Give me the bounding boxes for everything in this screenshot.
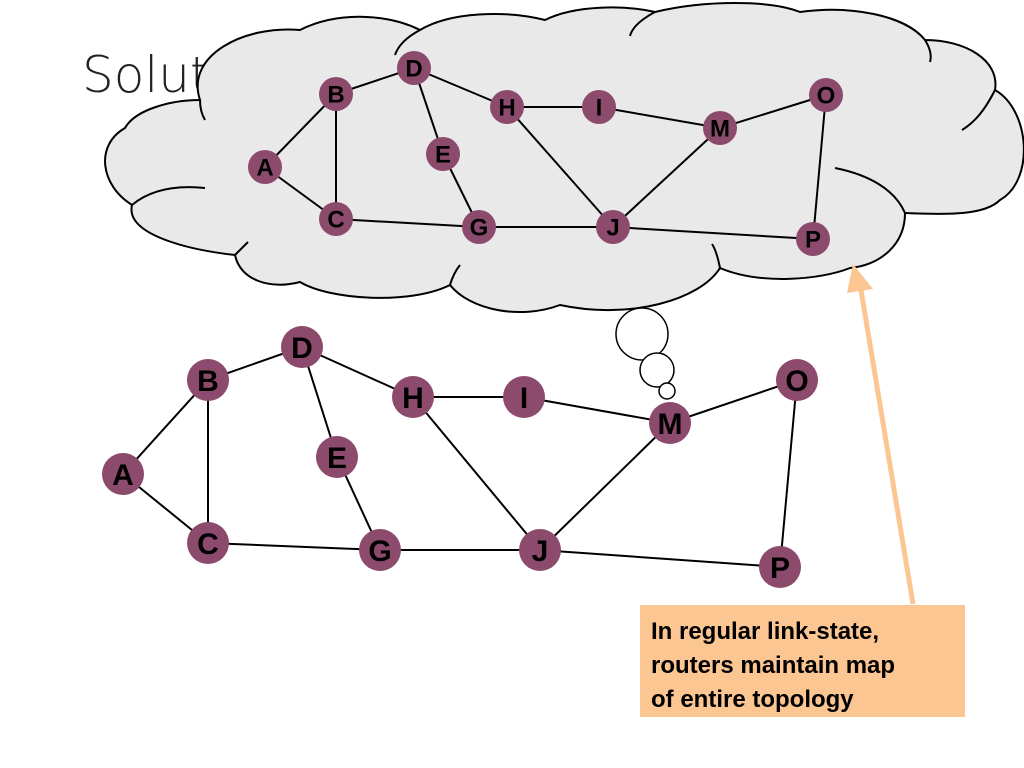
- cloud-edge-i-m: [598, 106, 721, 129]
- cloud-node-c: C: [319, 202, 353, 236]
- node-circle-g: [359, 529, 401, 571]
- node-label-g: G: [368, 535, 391, 568]
- cloud-node-circle-m: [703, 111, 737, 145]
- cloud-node-circle-d: [397, 51, 431, 85]
- cloud-node-o: O: [809, 78, 843, 112]
- cloud-node-label-e: E: [435, 142, 451, 169]
- cloud-node-circle-c: [319, 202, 353, 236]
- node-m: M: [649, 402, 691, 444]
- cloud-node-d: D: [397, 51, 431, 85]
- edge-c-g: [207, 542, 381, 551]
- node-circle-i: [503, 376, 545, 418]
- cloud-node-label-j: J: [606, 215, 619, 242]
- node-b: B: [187, 359, 229, 401]
- cloud-node-m: M: [703, 111, 737, 145]
- node-g: G: [359, 529, 401, 571]
- edge-a-b: [122, 379, 209, 475]
- cloud-node-label-d: D: [405, 56, 422, 83]
- cloud-shape: [104, 2, 1024, 314]
- node-circle-b: [187, 359, 229, 401]
- node-label-j: J: [532, 535, 549, 568]
- cloud-node-j: J: [596, 210, 630, 244]
- thought-bubble-large: [615, 307, 669, 361]
- callout-text: In regular link-state, routers maintain …: [651, 618, 896, 713]
- node-label-i: I: [520, 382, 528, 415]
- node-circle-j: [519, 529, 561, 571]
- node-o: O: [776, 359, 818, 401]
- cloud-node-circle-a: [248, 150, 282, 184]
- node-label-c: C: [197, 528, 219, 561]
- node-label-e: E: [327, 442, 347, 475]
- node-circle-a: [102, 453, 144, 495]
- node-i: I: [503, 376, 545, 418]
- node-circle-o: [776, 359, 818, 401]
- cloud-node-circle-h: [490, 90, 524, 124]
- cloud-node-b: B: [319, 77, 353, 111]
- node-label-o: O: [785, 365, 808, 398]
- node-e: E: [316, 436, 358, 478]
- cloud-node-label-o: O: [817, 83, 836, 110]
- cloud-node-label-h: H: [498, 95, 515, 122]
- cloud-node-g: G: [462, 210, 496, 244]
- cloud-node-p: P: [796, 222, 830, 256]
- cloud-node-e: E: [426, 137, 460, 171]
- cloud-node-circle-p: [796, 222, 830, 256]
- cloud-edge-m-j: [612, 127, 721, 228]
- cloud-node-circle-g: [462, 210, 496, 244]
- node-label-d: D: [291, 332, 313, 365]
- cloud-node-label-c: C: [327, 207, 344, 234]
- node-h: H: [392, 376, 434, 418]
- cloud-node-circle-b: [319, 77, 353, 111]
- node-circle-d: [281, 326, 323, 368]
- node-a: A: [102, 453, 144, 495]
- cloud-edge-m-o: [719, 94, 827, 129]
- edge-m-o: [669, 379, 798, 424]
- cloud-node-a: A: [248, 150, 282, 184]
- node-circle-h: [392, 376, 434, 418]
- network-topology-graph: A B C D E G H I J M O P: [102, 326, 818, 588]
- node-label-h: H: [402, 382, 424, 415]
- cloud-topology-graph: A B C D E G H I J M O P: [248, 51, 843, 256]
- node-circle-p: [759, 546, 801, 588]
- cloud-node-label-a: A: [256, 155, 273, 182]
- callout-arrow: [847, 264, 916, 605]
- cloud-node-circle-i: [582, 90, 616, 124]
- thought-cloud: [104, 2, 1024, 400]
- thought-bubble-small: [658, 382, 676, 400]
- node-circle-m: [649, 402, 691, 444]
- cloud-node-h: H: [490, 90, 524, 124]
- node-d: D: [281, 326, 323, 368]
- edge-o-p: [779, 379, 798, 568]
- edge-h-j: [412, 396, 541, 551]
- edge-m-j: [539, 422, 671, 551]
- edge-i-m: [523, 396, 671, 424]
- cloud-node-circle-j: [596, 210, 630, 244]
- node-circle-c: [187, 522, 229, 564]
- node-j: J: [519, 529, 561, 571]
- thought-bubble-medium: [639, 352, 675, 388]
- node-label-b: B: [197, 365, 219, 398]
- node-c: C: [187, 522, 229, 564]
- cloud-node-label-i: I: [596, 95, 603, 122]
- node-label-m: M: [658, 408, 683, 441]
- cloud-edge-h-j: [506, 106, 614, 228]
- cloud-edge-o-p: [812, 94, 827, 240]
- cloud-node-circle-e: [426, 137, 460, 171]
- node-circle-e: [316, 436, 358, 478]
- cloud-node-label-g: G: [470, 215, 489, 242]
- cloud-node-circle-o: [809, 78, 843, 112]
- cloud-node-label-p: P: [805, 227, 821, 254]
- cloud-node-label-b: B: [327, 82, 344, 109]
- cloud-edge-c-g: [335, 218, 480, 228]
- cloud-node-label-m: M: [710, 116, 730, 143]
- node-p: P: [759, 546, 801, 588]
- node-label-a: A: [112, 459, 134, 492]
- edge-j-p: [539, 549, 781, 568]
- node-label-p: P: [770, 552, 790, 585]
- cloud-node-i: I: [582, 90, 616, 124]
- callout-box: In regular link-state, routers maintain …: [640, 605, 965, 717]
- cloud-edge-j-p: [612, 226, 814, 240]
